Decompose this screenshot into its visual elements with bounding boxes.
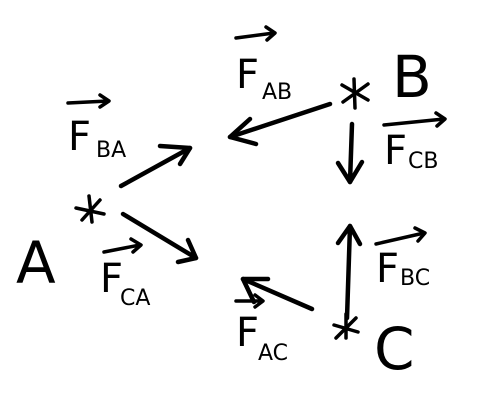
vector-arrowhead-f-ab [264,25,277,42]
vector-bar-f-ab [234,31,276,40]
label-f-ab-sub: AB [262,80,292,105]
point-a: A [16,194,106,297]
label-f-cb-letter: F [384,128,407,174]
point-b: B [340,43,432,111]
label-f-ca-letter: F [100,256,123,302]
label-f-ca: F CA [100,237,150,311]
label-f-ba: F BA [66,93,126,163]
point-c-label: C [374,315,415,383]
label-f-cb: F CB [382,111,447,174]
label-f-ac: F AC [234,293,288,366]
vector-bar-f-cb [382,117,446,127]
label-f-bc-letter: F [376,246,399,292]
label-f-bc: F BC [374,226,430,292]
label-f-ac-letter: F [236,310,259,356]
vector-bar-f-ca [102,243,142,254]
star-mark-a [74,194,106,224]
arrow-f-ab [227,101,333,147]
label-f-ba-letter: F [68,114,91,160]
label-f-ab-letter: F [236,52,259,98]
point-b-label: B [392,43,432,111]
vector-bar-f-bc [374,231,426,246]
arrow-f-ca [120,211,199,265]
point-a-label: A [16,229,56,297]
vector-arrowhead-f-ac [253,293,265,309]
vector-arrowhead-f-ba [98,93,111,109]
vector-arrowhead-f-ca [129,237,143,254]
label-f-ca-sub: CA [120,286,150,311]
star-mark-b [340,77,370,110]
arrow-f-ba [118,143,193,189]
arrow-f-cb [335,121,365,185]
point-c: C [332,312,415,383]
vector-arrowhead-f-cb [434,111,447,128]
vector-arrowhead-f-bc [413,226,427,243]
label-f-ba-sub: BA [96,138,126,163]
vector-bar-f-ba [66,99,110,105]
label-f-cb-sub: CB [408,149,438,174]
arrow-f-bc [335,223,363,321]
label-f-ab: F AB [234,25,292,105]
label-f-ac-sub: AC [258,341,288,366]
label-f-bc-sub: BC [400,266,430,291]
arrow-f-ac [240,276,315,312]
